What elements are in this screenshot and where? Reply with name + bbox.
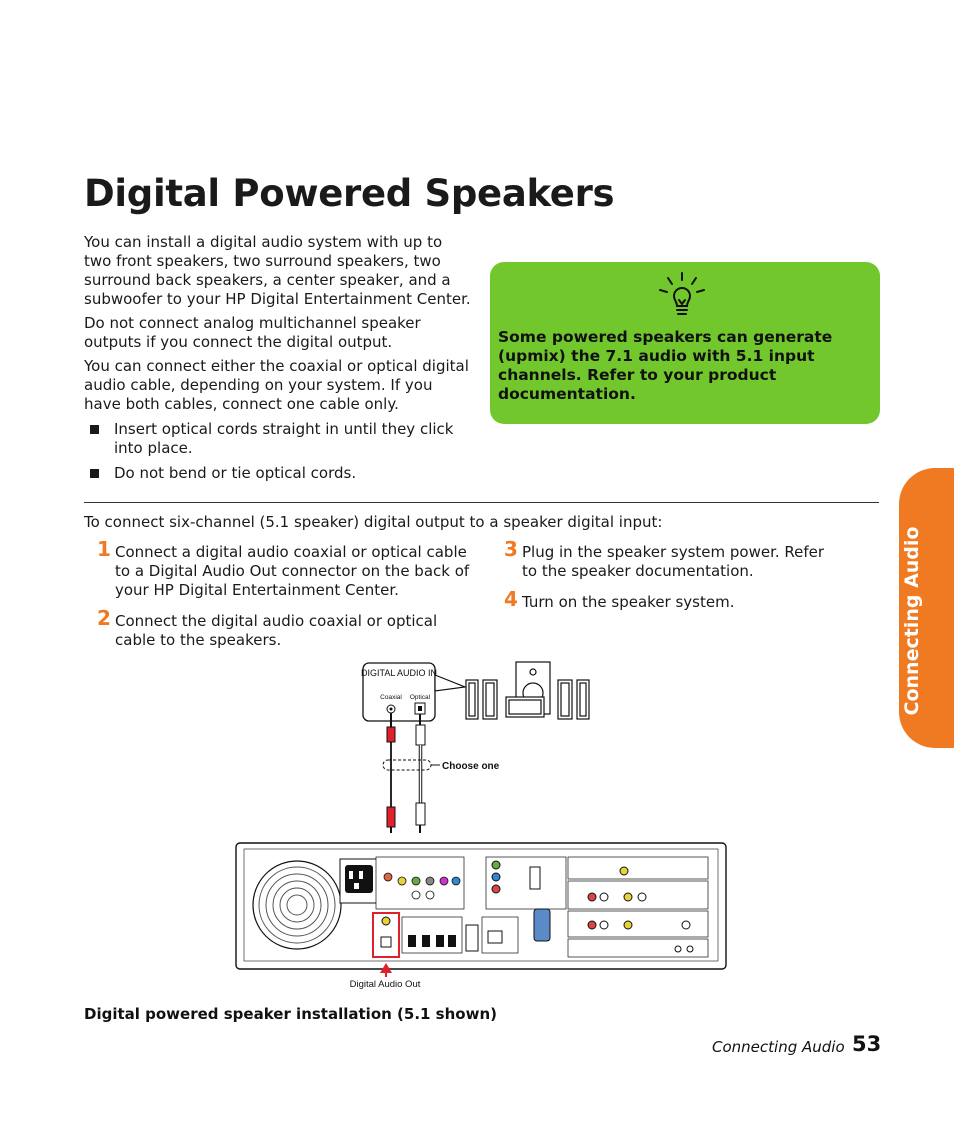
bullet-text: Insert optical cords straight in until t… bbox=[114, 420, 454, 457]
figure-caption: Digital powered speaker installation (5.… bbox=[84, 1005, 497, 1023]
speaker-set-icon bbox=[465, 661, 590, 720]
tip-text: Some powered speakers can generate (upmi… bbox=[498, 328, 833, 403]
intro-paragraph-1: You can install a digital audio system w… bbox=[84, 233, 471, 308]
bullet-text: Do not bend or tie optical cords. bbox=[114, 464, 357, 482]
intro-paragraph-3: You can connect either the coaxial or op… bbox=[84, 357, 469, 413]
intro-paragraph-2: Do not connect analog multichannel speak… bbox=[84, 314, 421, 351]
section-divider bbox=[84, 502, 879, 503]
instructions-lead: To connect six-channel (5.1 speaker) dig… bbox=[84, 513, 663, 531]
side-tab-label: Connecting Audio bbox=[901, 526, 923, 716]
step-number: 4 bbox=[504, 587, 518, 611]
side-tab bbox=[899, 468, 954, 748]
step-text: Connect a digital audio coaxial or optic… bbox=[115, 543, 470, 599]
digital-audio-out-label: Digital Audio Out bbox=[350, 979, 421, 990]
footer-section-label: Connecting Audio bbox=[712, 1038, 845, 1056]
coaxial-cable bbox=[386, 713, 396, 833]
speaker-installation-diagram: DIGITAL AUDIO IN Coaxial Optical Choos bbox=[235, 661, 727, 990]
step-text: Turn on the speaker system. bbox=[522, 593, 735, 611]
digital-audio-in-panel: DIGITAL AUDIO IN Coaxial Optical bbox=[361, 662, 437, 722]
choose-one-label: Choose one bbox=[442, 761, 500, 772]
step-number: 2 bbox=[97, 606, 111, 630]
optical-cable bbox=[415, 714, 426, 833]
step-number: 3 bbox=[504, 537, 518, 561]
pc-back-panel bbox=[235, 842, 727, 970]
optical-label: Optical bbox=[410, 694, 431, 701]
digital-audio-in-label: DIGITAL AUDIO IN bbox=[361, 668, 437, 678]
step-number: 1 bbox=[97, 537, 111, 561]
bullet-item: Insert optical cords straight in until t… bbox=[90, 420, 460, 458]
bullet-item: Do not bend or tie optical cords. bbox=[90, 464, 460, 483]
coaxial-label: Coaxial bbox=[380, 694, 402, 701]
page-title: Digital Powered Speakers bbox=[84, 172, 615, 215]
step-text: Connect the digital audio coaxial or opt… bbox=[115, 612, 438, 649]
bullet-square-icon bbox=[90, 425, 99, 434]
page-number: 53 bbox=[852, 1032, 882, 1056]
lightbulb-icon bbox=[659, 272, 705, 315]
bullet-square-icon bbox=[90, 469, 99, 478]
step-text: Plug in the speaker system power. Refer … bbox=[522, 543, 825, 580]
